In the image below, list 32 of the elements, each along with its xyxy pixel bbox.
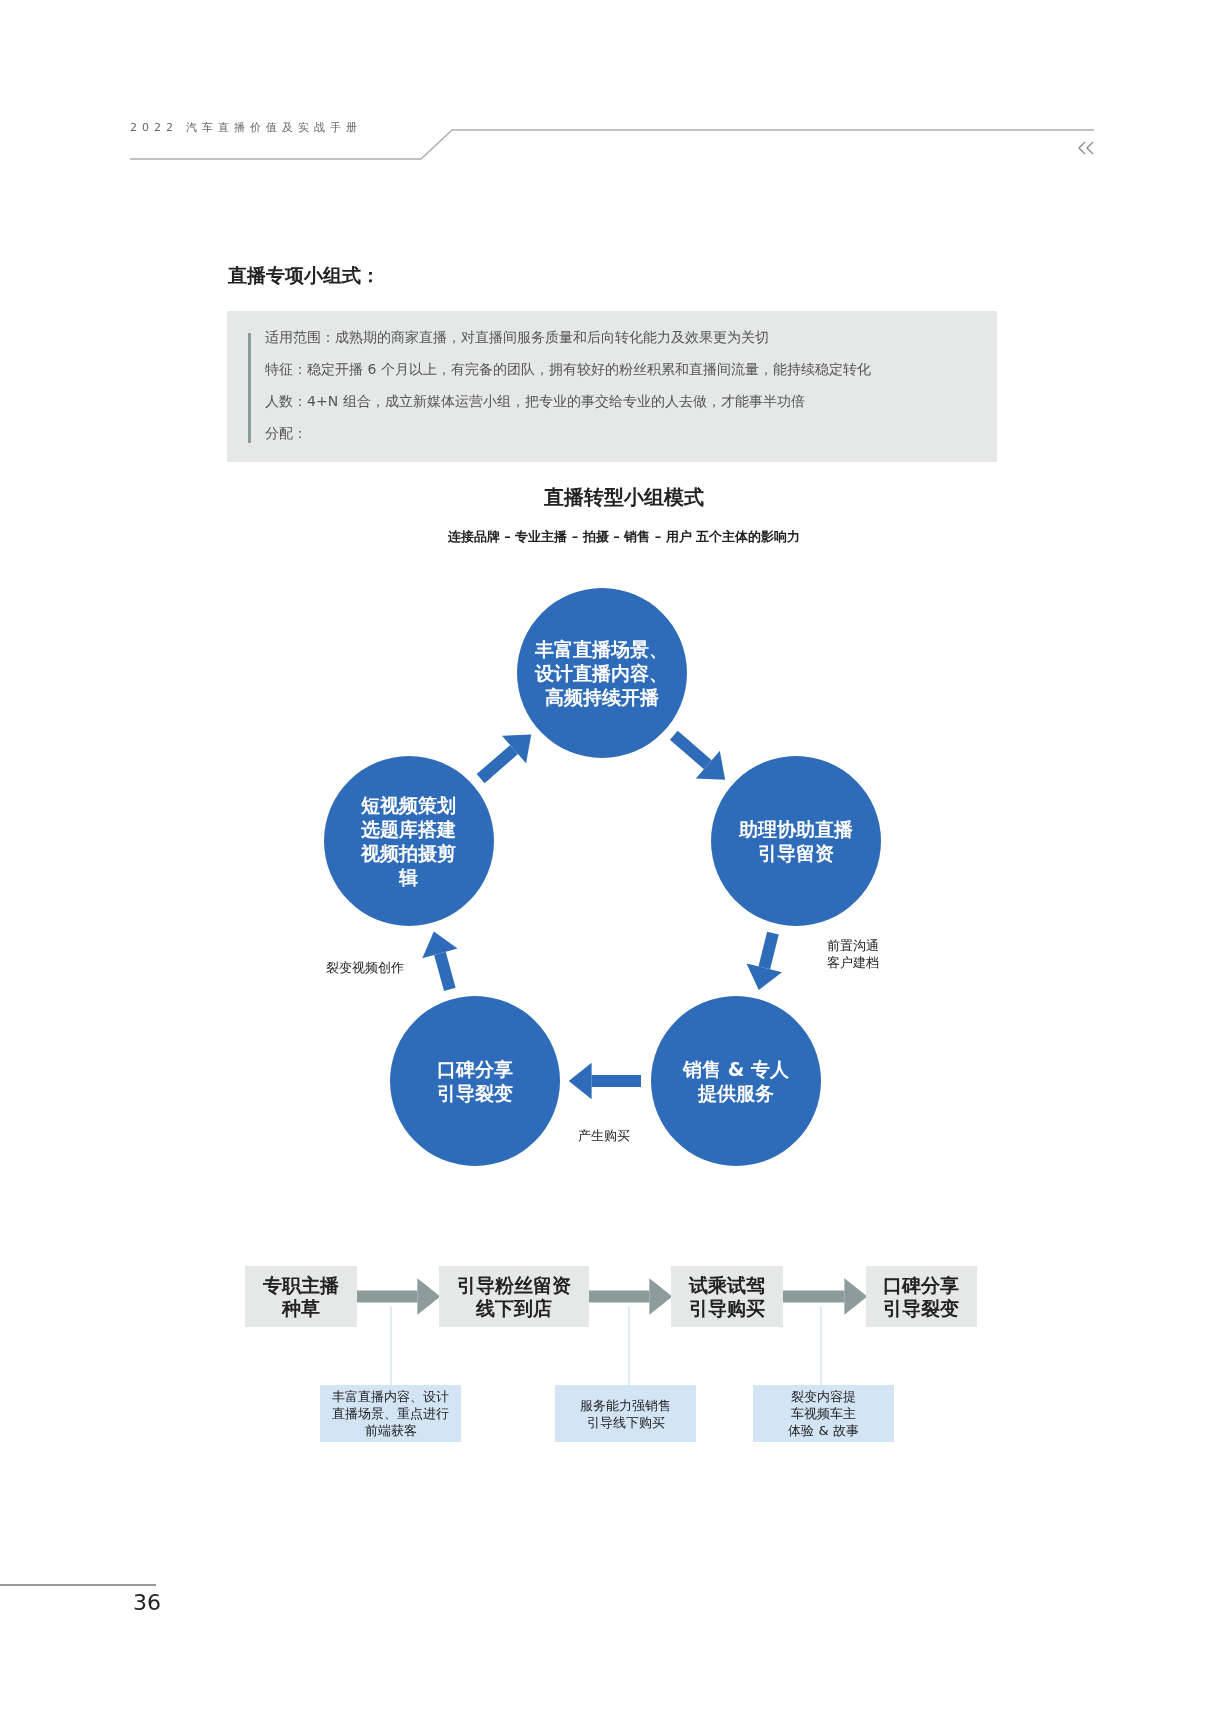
arrow (746, 931, 782, 991)
leader-line (820, 1306, 822, 1386)
diagram-subtitle: 连接品牌 – 专业主播 – 拍摄 – 销售 – 用户 五个主体的影响力 (446, 528, 802, 546)
arrow (783, 1278, 868, 1315)
step-box: 试乘试驾引导购买 (671, 1266, 783, 1327)
section-heading: 直播专项小组式： (228, 263, 380, 288)
leader-line (628, 1306, 630, 1386)
note-box: 服务能力强销售引导线下购买 (555, 1385, 696, 1442)
leader-line (390, 1306, 392, 1386)
arrow (422, 931, 458, 991)
arrow (357, 1278, 441, 1315)
info-text: 分配： (265, 425, 307, 443)
arrow (476, 734, 532, 784)
page-number: 36 (133, 1590, 161, 1615)
arrow (589, 1278, 673, 1315)
diagram-title: 直播转型小组模式 (543, 484, 705, 511)
process-circle: 丰富直播场景、设计直播内容、高频持续开播 (517, 588, 687, 758)
process-circle: 口碑分享引导裂变 (390, 996, 560, 1166)
note-box: 丰富直播内容、设计直播场景、重点进行前端获客 (320, 1385, 461, 1442)
info-text: 人数：4+N 组合，成立新媒体运营小组，把专业的事交给专业的人去做，才能事半功倍 (265, 393, 805, 411)
arrow (568, 1062, 641, 1100)
arrow (669, 730, 726, 780)
header-text: 2022 汽车直播价值及实战手册 (130, 120, 363, 135)
process-circle: 销售 & 专人提供服务 (651, 996, 821, 1166)
note-box: 裂变内容提车视频车主体验 & 故事 (753, 1385, 894, 1442)
process-circle: 助理协助直播引导留资 (711, 756, 881, 926)
step-box: 口碑分享引导裂变 (866, 1266, 977, 1327)
step-box: 专职主播种草 (245, 1266, 357, 1327)
info-text: 适用范围：成熟期的商家直播，对直播间服务质量和后向转化能力及效果更为关切 (265, 329, 769, 347)
info-text: 特征：稳定开播 6 个月以上，有完备的团队，拥有较好的粉丝积累和直播间流量，能持续稳定转化 (265, 361, 871, 379)
process-circle: 短视频策划选题库搭建视频拍摄剪辑 (324, 756, 494, 926)
step-box: 引导粉丝留资线下到店 (439, 1266, 589, 1327)
